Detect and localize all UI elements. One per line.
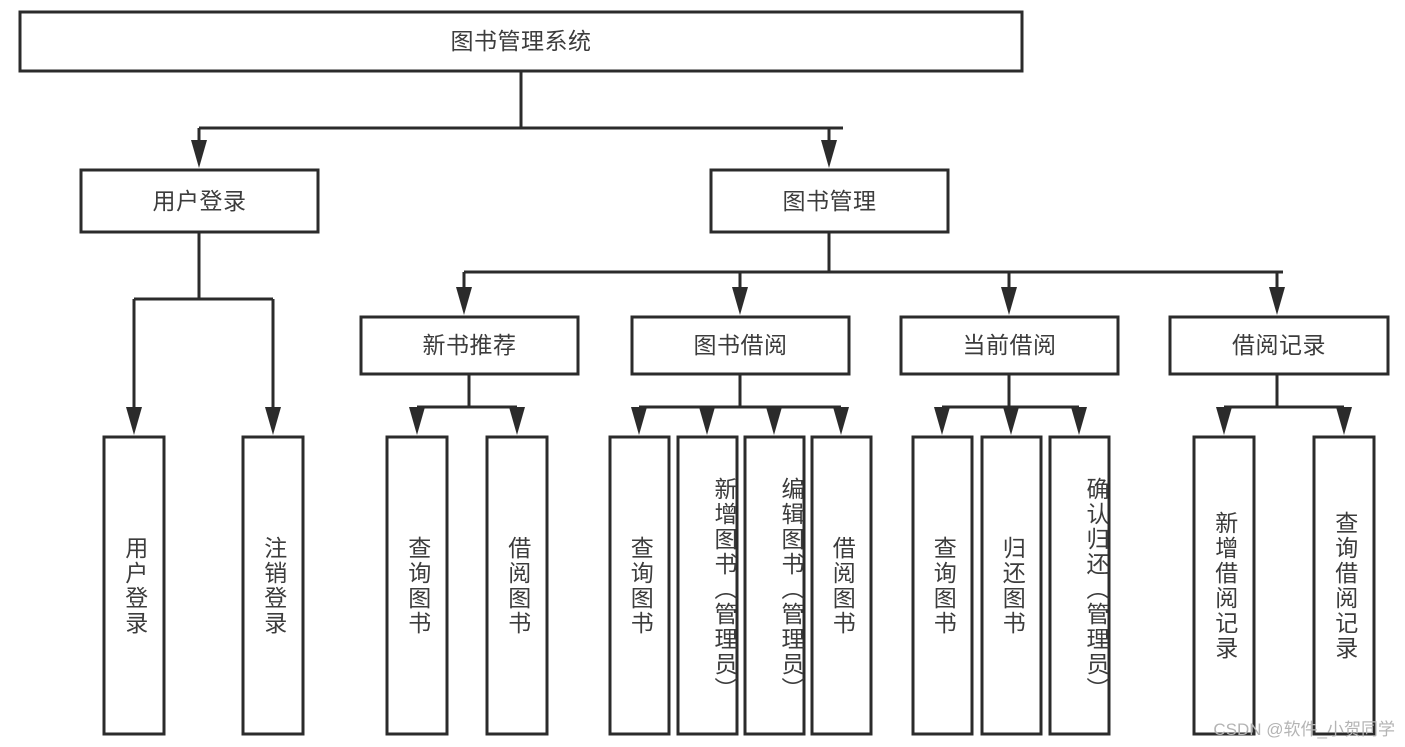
node-box-current-borrow[interactable]	[899, 315, 1120, 376]
node-box-leaf-confirm-return[interactable]	[1048, 435, 1111, 736]
node-box-new-book-rec[interactable]	[359, 315, 580, 376]
node-box-user-login[interactable]	[79, 168, 320, 234]
connector-bookborrow-to-leaves	[631, 374, 849, 435]
node-box-leaf-query-book-rec[interactable]	[385, 435, 449, 736]
node-box-leaf-query-book-cur[interactable]	[911, 435, 974, 736]
node-box-leaf-add-book[interactable]	[676, 435, 739, 736]
connector-borrowrecord-to-leaves	[1216, 374, 1352, 435]
connector-root-to-level2	[191, 71, 843, 168]
node-box-book-borrow[interactable]	[630, 315, 851, 376]
connector-bookmanage-to-level3	[456, 232, 1285, 315]
node-box-leaf-edit-book[interactable]	[743, 435, 806, 736]
node-box-leaf-query-book-borrow[interactable]	[608, 435, 671, 736]
csdn-watermark: CSDN @软件_小贺同学	[1213, 720, 1395, 739]
node-box-leaf-user-login[interactable]	[102, 435, 166, 736]
node-box-leaf-borrow-book-rec[interactable]	[485, 435, 549, 736]
connector-newbook-to-leaves	[409, 374, 525, 435]
connector-currentborrow-to-leaves	[934, 374, 1087, 435]
node-box-leaf-user-logout[interactable]	[241, 435, 305, 736]
node-box-leaf-borrow-book[interactable]	[810, 435, 873, 736]
node-box-leaf-return-book[interactable]	[980, 435, 1043, 736]
node-box-book-manage[interactable]	[709, 168, 950, 234]
node-box-root[interactable]	[18, 10, 1024, 73]
node-box-leaf-query-record[interactable]	[1312, 435, 1376, 736]
node-box-leaf-add-record[interactable]	[1192, 435, 1256, 736]
node-box-borrow-record[interactable]	[1168, 315, 1390, 376]
connector-userlogin-to-leaves	[126, 232, 281, 435]
